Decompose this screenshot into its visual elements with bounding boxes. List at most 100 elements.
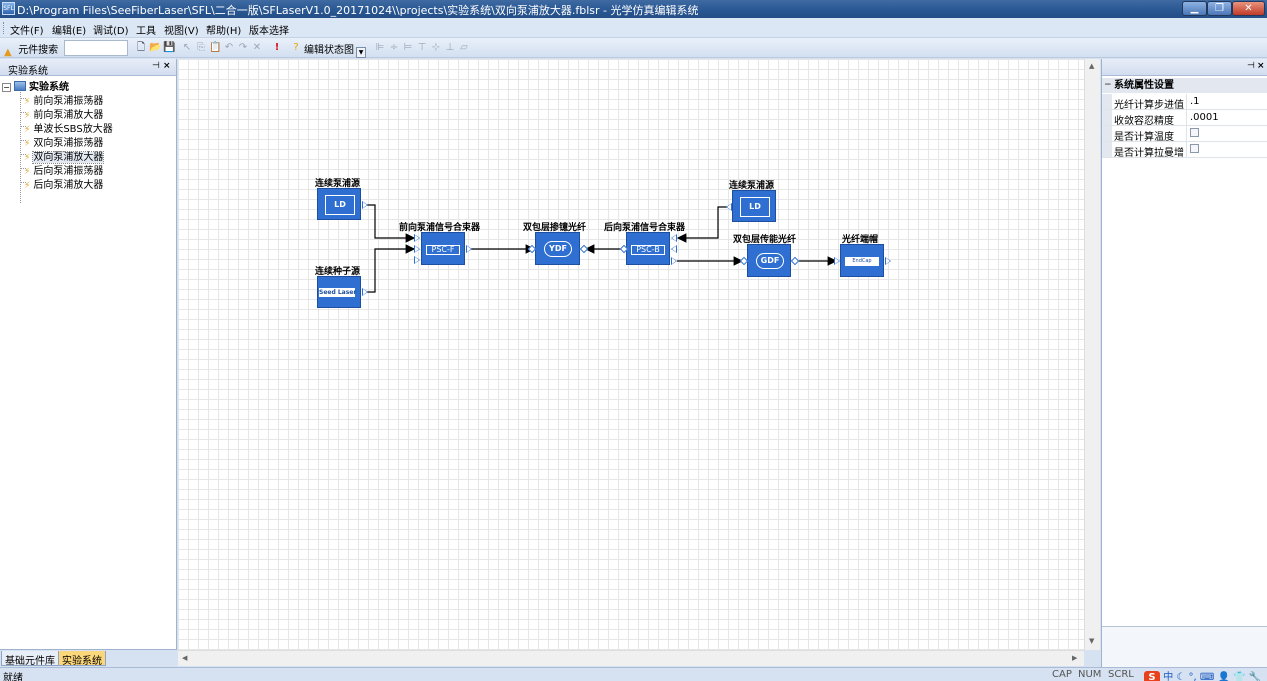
tree-item-label: 前向泵浦放大器 [33, 110, 104, 121]
tree-item-label: 后向泵浦振荡器 [33, 166, 104, 177]
node-icon: ⚡ [24, 97, 31, 107]
hint-icon[interactable]: ? [293, 42, 299, 53]
menu-tools[interactable]: 工具 [136, 26, 156, 37]
input-port[interactable] [671, 245, 677, 253]
forward-combiner-label: 前向泵浦信号合束器 [399, 223, 481, 233]
scroll-right-icon[interactable]: ▶ [1072, 654, 1078, 662]
resize-icon[interactable]: ▱ [460, 42, 468, 53]
wire [367, 204, 416, 243]
num-indicator: NUM [1078, 669, 1102, 680]
menu-version[interactable]: 版本选择 [249, 26, 289, 37]
close-icon[interactable]: × [163, 61, 171, 71]
pin-icon[interactable]: ⊣ [152, 61, 160, 71]
output-port[interactable] [466, 245, 472, 253]
tree-item-label: 双向泵浦振荡器 [33, 138, 104, 149]
minimize-button[interactable]: ▁ [1182, 1, 1207, 16]
compute-raman-cell [1186, 142, 1267, 157]
horizontal-scrollbar[interactable]: ◀ ▶ [178, 650, 1084, 666]
pointer-icon[interactable]: ↖ [182, 42, 192, 53]
chevron-down-icon[interactable]: ▼ [356, 47, 366, 58]
tree-item-selected[interactable]: ⚡双向泵浦放大器 [24, 148, 105, 164]
tab-basic-library[interactable]: 基础元件库 [1, 651, 59, 667]
copy-icon[interactable]: ⎘ [197, 42, 205, 53]
pump-source-left[interactable]: LD [317, 188, 361, 220]
tree-connector [20, 182, 26, 183]
tree-root[interactable]: − 实验系统 [2, 78, 69, 93]
forward-combiner[interactable]: PSC-F [421, 232, 465, 265]
redo-icon[interactable]: ↷ [238, 42, 248, 53]
paste-icon[interactable]: 📋 [209, 42, 222, 53]
menu-file[interactable]: 文件(F) [10, 26, 44, 37]
tree-item[interactable]: ⚡前向泵浦放大器 [24, 106, 103, 121]
align-top-icon[interactable]: ⊤ [417, 42, 427, 53]
align-left-icon[interactable]: ⊫ [375, 42, 385, 53]
ime-toolbar[interactable]: S 中 ☾ °, ⌨ 👤 👕 🔧 [1144, 668, 1261, 681]
wire [367, 244, 416, 293]
collapse-icon[interactable]: − [2, 83, 11, 92]
tree-item[interactable]: ⚡前向泵浦振荡器 [24, 92, 103, 107]
collapse-icon[interactable]: − [1104, 80, 1112, 90]
input-port[interactable] [414, 256, 420, 264]
tolerance-value-field[interactable]: .0001 [1186, 110, 1267, 125]
view-mode-select[interactable]: 编辑状态图▼ [304, 41, 366, 58]
align-middle-icon[interactable]: ⊹ [431, 42, 441, 53]
fiber-endcap[interactable]: EndCap [840, 244, 884, 277]
diagram-canvas[interactable]: 连续泵浦源 LD 连续种子源 Seed Laser 前向泵浦信号合束器 PSC-… [178, 59, 1100, 650]
align-bottom-icon[interactable]: ⊥ [445, 42, 455, 53]
seed-source[interactable]: Seed Laser [317, 276, 361, 308]
scroll-down-icon[interactable]: ▼ [1089, 637, 1095, 645]
save-icon[interactable]: 💾 [163, 42, 176, 53]
vertical-scrollbar[interactable]: ▲ ▼ [1084, 59, 1100, 650]
open-folder-icon[interactable]: 📂 [149, 42, 162, 53]
tree-item-label: 后向泵浦放大器 [33, 180, 104, 191]
menu-view[interactable]: 视图(V) [164, 26, 199, 37]
menu-help[interactable]: 帮助(H) [206, 26, 242, 37]
property-name: 收敛容忍精度 [1114, 116, 1174, 127]
close-button[interactable]: ✕ [1232, 1, 1265, 16]
scroll-left-icon[interactable]: ◀ [182, 654, 188, 662]
property-category-label: 系统属性设置 [1114, 80, 1174, 91]
property-category[interactable]: −系统属性设置 [1102, 78, 1267, 93]
component-search-input[interactable] [64, 40, 128, 56]
output-port[interactable] [362, 288, 368, 296]
gain-fiber-ydf[interactable]: YDF [535, 232, 580, 265]
component-search-button[interactable]: ▲ 元件搜索 [4, 41, 58, 58]
scroll-up-icon[interactable]: ▲ [1089, 62, 1095, 70]
passive-fiber-gdf[interactable]: GDF [747, 244, 791, 277]
menu-edit[interactable]: 编辑(E) [52, 26, 87, 37]
shirt-icon: 👕 [1233, 672, 1246, 681]
compute-temperature-checkbox[interactable] [1190, 128, 1199, 137]
pump-source-right[interactable]: LD [732, 190, 776, 222]
backward-combiner[interactable]: PSC-B [626, 232, 670, 265]
input-port[interactable] [414, 234, 420, 242]
tree-connector [20, 154, 26, 155]
delete-icon[interactable]: ✕ [252, 42, 262, 53]
maximize-button[interactable]: ❐ [1207, 1, 1232, 16]
input-port[interactable] [671, 234, 677, 242]
tree-item[interactable]: ⚡后向泵浦放大器 [24, 176, 103, 191]
property-gutter [1102, 142, 1112, 157]
tree-item[interactable]: ⚡双向泵浦振荡器 [24, 134, 103, 149]
property-gutter [1102, 110, 1112, 125]
align-right-icon[interactable]: ⊨ [403, 42, 413, 53]
output-port[interactable] [671, 257, 677, 265]
output-port[interactable] [362, 201, 368, 209]
run-icon[interactable]: ! [274, 42, 280, 53]
new-file-icon[interactable]: 🗋 [136, 42, 146, 53]
align-center-icon[interactable]: ÷ [389, 42, 399, 53]
output-port[interactable] [885, 257, 891, 265]
input-port[interactable] [414, 245, 420, 253]
tree-root-label: 实验系统 [29, 82, 69, 93]
pin-icon[interactable]: ⊣ [1247, 61, 1255, 71]
input-port[interactable] [834, 257, 840, 265]
undo-icon[interactable]: ↶ [224, 42, 234, 53]
close-icon[interactable]: × [1257, 61, 1265, 71]
fiber-step-value-field[interactable]: .1 [1186, 94, 1267, 109]
menu-debug[interactable]: 调试(D) [93, 26, 129, 37]
tree-item[interactable]: ⚡后向泵浦振荡器 [24, 162, 103, 177]
status-text: 就绪 [3, 673, 23, 681]
compute-raman-checkbox[interactable] [1190, 144, 1199, 153]
output-port[interactable] [726, 203, 732, 211]
tree-item[interactable]: ⚡单波长SBS放大器 [24, 120, 113, 135]
tab-experiment-system[interactable]: 实验系统 [58, 651, 106, 667]
